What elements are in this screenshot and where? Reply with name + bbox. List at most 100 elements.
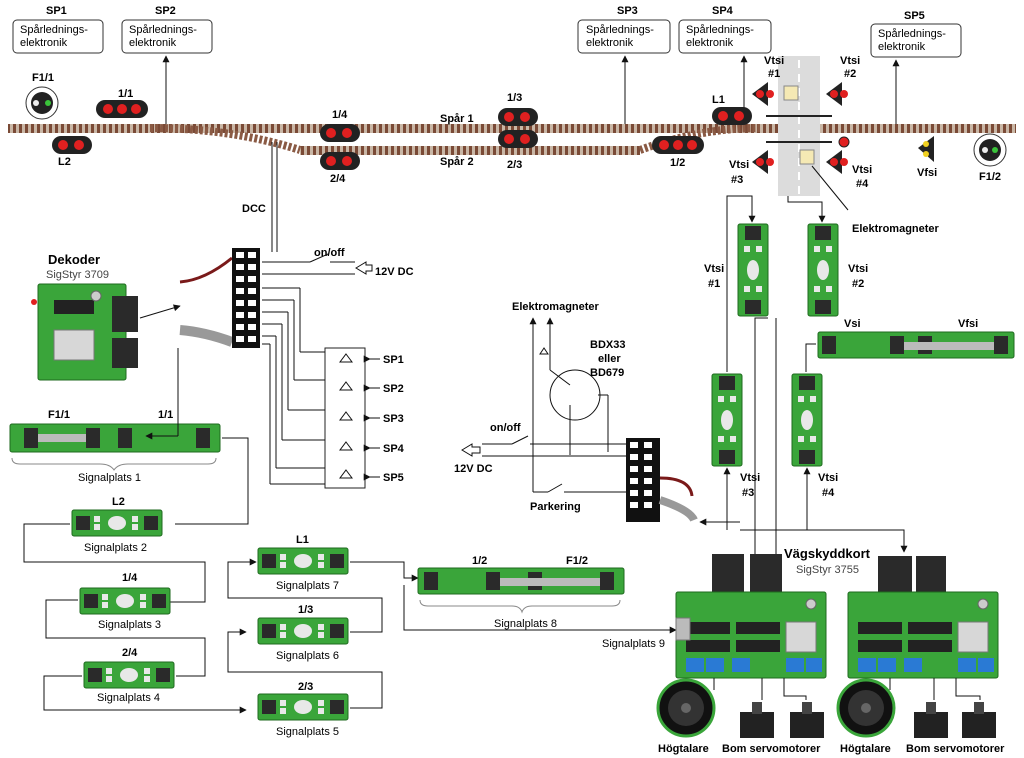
- label: Vfsi: [958, 318, 978, 330]
- label: Signalplats 1: [78, 472, 141, 484]
- sp1-box: SP1 Spårlednings- elektronik: [12, 5, 104, 54]
- signal-24: 2/4: [320, 152, 360, 185]
- sp1-line1: Spårlednings-: [20, 24, 88, 36]
- sp1-label: SP1: [46, 5, 67, 17]
- board-vtsi1: Vtsi #1: [704, 195, 769, 317]
- sp4-box: SP4 Spårlednings- elektronik: [678, 5, 772, 124]
- signal-vfsi: Vfsi: [838, 136, 937, 179]
- opto-sp4: SP4: [383, 443, 405, 455]
- label: 2/3: [507, 159, 522, 171]
- signalplats-1: F1/1 1/1 Signalplats 1: [9, 348, 249, 525]
- sp3-label: SP3: [617, 5, 638, 17]
- label: Vtsi: [852, 164, 872, 176]
- speaker-1: Högtalare: [656, 678, 716, 755]
- speaker-2: Högtalare: [836, 678, 896, 755]
- sp4-line2: elektronik: [686, 37, 734, 49]
- label: Bom servomotorer: [906, 743, 1005, 755]
- label: F1/1: [32, 72, 54, 84]
- label-spar1: Spår 1: [440, 113, 474, 125]
- signalplats-3: 1/4 Signalplats 3: [45, 572, 206, 677]
- label: Vsi: [844, 318, 861, 330]
- label: #2: [852, 278, 864, 290]
- label: 1/3: [507, 92, 522, 104]
- label: L2: [112, 496, 125, 508]
- label: #3: [742, 487, 754, 499]
- label: DCC: [242, 203, 266, 215]
- label: L1: [296, 534, 309, 546]
- crossing-magnets: Elektromagneter: [766, 85, 940, 235]
- track-spar1: [8, 124, 1016, 133]
- switch-right: [638, 124, 761, 154]
- label: Signalplats 2: [84, 542, 147, 554]
- label: 12V DC: [375, 266, 414, 278]
- label: #4: [822, 487, 835, 499]
- signalplats-6: 1/3 Signalplats 6: [227, 558, 383, 662]
- signal-f11: F1/1: [25, 72, 59, 120]
- label: 2/3: [298, 681, 313, 693]
- label: 1/1: [118, 88, 133, 100]
- sp3-line1: Spårlednings-: [586, 24, 654, 36]
- label: Bom servomotorer: [722, 743, 821, 755]
- label: F1/2: [979, 171, 1001, 183]
- label: Högtalare: [658, 743, 709, 755]
- label: Signalplats 5: [276, 726, 339, 738]
- signalplats-5: 2/3 Signalplats 5: [227, 628, 383, 738]
- label: L2: [58, 156, 71, 168]
- signalplats-7: L1 Signalplats 7: [257, 534, 419, 592]
- sp5-label: SP5: [904, 10, 925, 22]
- label: Elektromagneter: [512, 301, 600, 313]
- label-spar2: Spår 2: [440, 156, 474, 168]
- label: Signalplats 8: [494, 618, 557, 630]
- terminal-block-left: [232, 248, 260, 348]
- label: #1: [708, 278, 720, 290]
- sp2-label: SP2: [155, 5, 176, 17]
- label: #4: [856, 178, 869, 190]
- label: Signalplats 6: [276, 650, 339, 662]
- sp1-line2: elektronik: [20, 37, 68, 49]
- crossing-vtsi4: Vtsi #4: [826, 150, 872, 190]
- signalplats-9-label: Signalplats 9: [602, 638, 665, 650]
- sp3-line2: elektronik: [586, 37, 634, 49]
- servos-1: Bom servomotorer: [722, 678, 824, 755]
- label: 1/2: [472, 555, 487, 567]
- label: Vtsi: [740, 472, 760, 484]
- label: on/off: [490, 422, 521, 434]
- label: 1/1: [158, 409, 173, 421]
- label: Signalplats 7: [276, 580, 339, 592]
- vagskydd-model: SigStyr 3755: [796, 564, 859, 576]
- signal-l1: L1: [712, 94, 752, 125]
- signalplats-2: L2 Signalplats 2: [23, 496, 206, 603]
- track-layout: [8, 56, 1016, 196]
- label: BDX33: [590, 339, 625, 351]
- label: 1/3: [298, 604, 313, 616]
- label: #3: [731, 174, 743, 186]
- board-vsi-vfsi: Vsi Vfsi: [805, 318, 1015, 372]
- signal-23: 2/3: [498, 130, 538, 171]
- signal-13: 1/3: [498, 92, 538, 126]
- label: BD679: [590, 367, 624, 379]
- servos-2: Bom servomotorer: [906, 678, 1005, 755]
- label: Vtsi: [818, 472, 838, 484]
- label: Parkering: [530, 501, 581, 513]
- label: 2/4: [330, 173, 346, 185]
- sp2-line2: elektronik: [129, 37, 177, 49]
- label: 1/4: [332, 109, 348, 121]
- label: Högtalare: [840, 743, 891, 755]
- crossing-vtsi2: Vtsi #2: [826, 55, 860, 106]
- signalplats-4: 2/4 Signalplats 4: [43, 647, 247, 714]
- label: Vtsi: [729, 159, 749, 171]
- label: Elektromagneter: [852, 223, 940, 235]
- label: F1/2: [566, 555, 588, 567]
- board-vtsi4: Vtsi #4: [791, 373, 838, 499]
- label: Signalplats 4: [97, 692, 160, 704]
- opto-sp3: SP3: [383, 413, 404, 425]
- sp5-line2: elektronik: [878, 41, 926, 53]
- board-vtsi2: Vtsi #2: [787, 196, 868, 317]
- label: Vtsi: [840, 55, 860, 67]
- label: L1: [712, 94, 725, 106]
- crossing-vtsi3: Vtsi #3: [729, 150, 774, 186]
- track-spar2: [300, 146, 640, 155]
- opto-sp1: SP1: [383, 354, 404, 366]
- sp2-box: SP2 Spårlednings- elektronik: [121, 5, 213, 124]
- decoder-model: SigStyr 3709: [46, 269, 109, 281]
